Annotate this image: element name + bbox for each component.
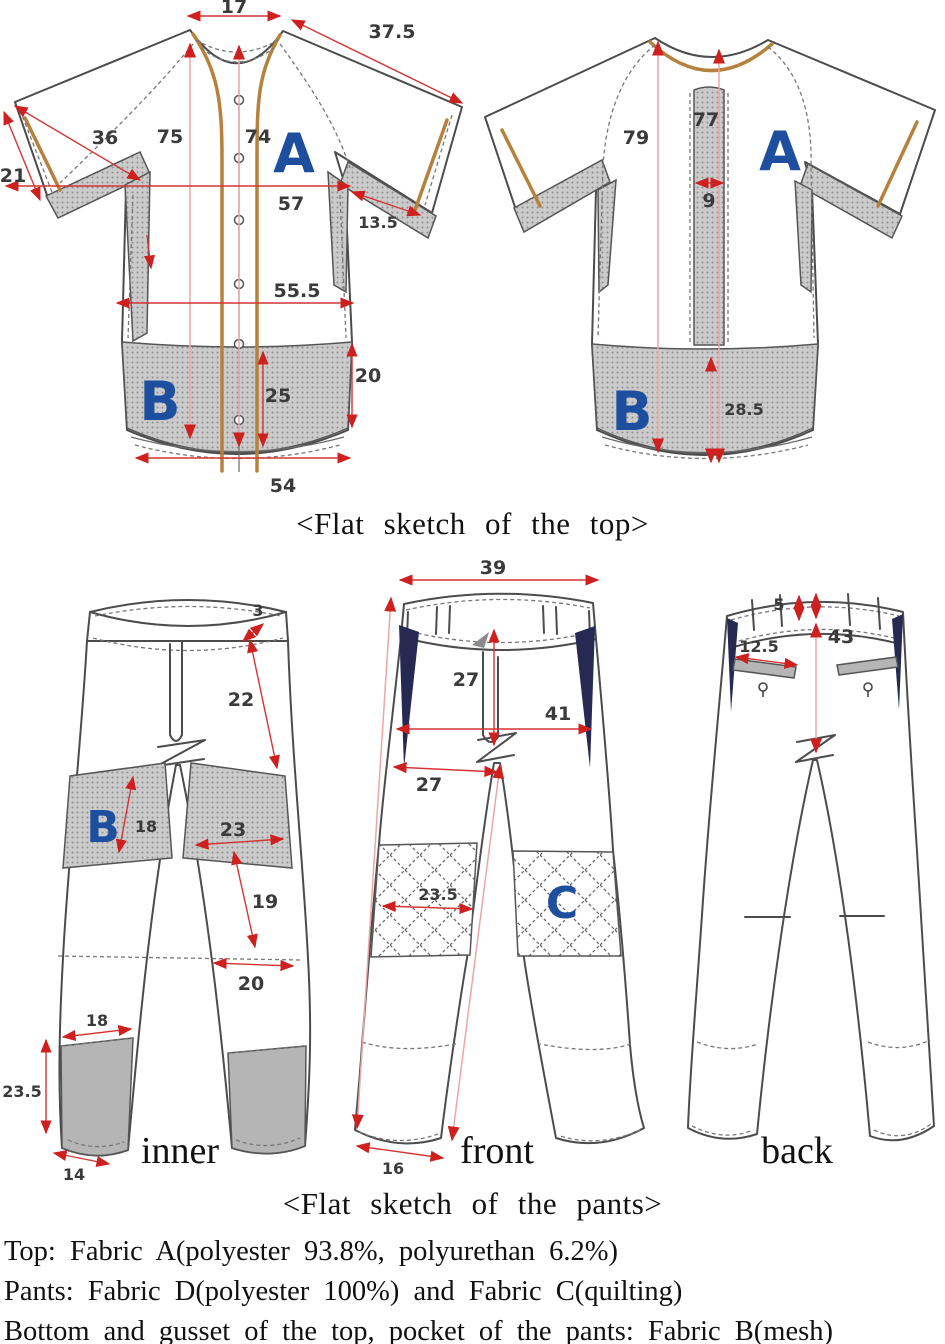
front-right-side-mesh bbox=[327, 170, 349, 294]
dim-inner-waistband-height: 3 bbox=[252, 601, 263, 620]
dim-back-rise: 43 bbox=[828, 626, 854, 648]
dim-sleeve-length: 36 bbox=[92, 127, 118, 149]
back-left-sleeve-mesh bbox=[513, 158, 611, 234]
dim-inner-upper-side: 22 bbox=[228, 689, 254, 711]
dim-back-pocket-width: 12.5 bbox=[739, 637, 778, 656]
back-view-label: back bbox=[761, 1130, 833, 1172]
front-view-label: front bbox=[460, 1130, 534, 1172]
top-sketch-drawing: 17 37.5 36 21 75 74 57 13.5 55.5 25 20 5… bbox=[0, 0, 936, 497]
inner-right-ankle-cuff bbox=[227, 1045, 307, 1155]
dim-waist-width: 55.5 bbox=[274, 280, 321, 302]
dim-inner-cuff-height: 23.5 bbox=[2, 1082, 41, 1101]
fabric-note-top: Top: Fabric A(polyester 93.8%, polyureth… bbox=[4, 1236, 618, 1267]
dim-sleeve-band: 13.5 bbox=[358, 213, 397, 232]
back-pocket-buttons bbox=[758, 682, 873, 697]
fabric-notes: Top: Fabric A(polyester 93.8%, polyureth… bbox=[4, 1232, 944, 1344]
inner-view-label: inner bbox=[141, 1130, 219, 1172]
pants-inner-dimensions: 3 22 18 23 19 20 18 23.5 14 bbox=[2, 601, 295, 1180]
dim-hem-width: 54 bbox=[270, 475, 296, 497]
dim-side-length: 75 bbox=[157, 126, 183, 148]
inner-fly bbox=[169, 641, 183, 742]
back-belt-loops bbox=[751, 593, 881, 631]
jersey-back-dimensions: 79 77 9 28.5 bbox=[623, 40, 764, 464]
back-right-pocket-welt bbox=[836, 656, 899, 676]
pants-front-dimensions: 39 27 41 27 23.5 16 bbox=[351, 560, 600, 1178]
dim-center-front-length: 74 bbox=[245, 126, 271, 148]
dim-band-height: 28.5 bbox=[724, 400, 763, 419]
dim-inner-knee-panel-height: 18 bbox=[135, 817, 157, 836]
dim-collar-width: 17 bbox=[221, 0, 247, 18]
dim-inner-knee-panel-width: 23 bbox=[220, 819, 246, 841]
jersey-front-dimensions: 17 37.5 36 21 75 74 57 13.5 55.5 25 20 5… bbox=[0, 0, 464, 497]
dim-stripe-width: 9 bbox=[702, 190, 715, 212]
front-waistband-mark bbox=[472, 632, 489, 648]
inner-gusset-mark bbox=[156, 739, 206, 767]
dim-shoulder-sleeve: 37.5 bbox=[369, 21, 416, 43]
jersey-front: 17 37.5 36 21 75 74 57 13.5 55.5 25 20 5… bbox=[0, 0, 464, 497]
dim-inner-hem-width: 14 bbox=[63, 1165, 85, 1180]
dim-center-back-length: 77 bbox=[693, 109, 719, 131]
fabric-note-pants: Pants: Fabric D(polyester 100%) and Fabr… bbox=[4, 1276, 683, 1307]
top-sketch-caption: <Flat sketch of the top> bbox=[296, 506, 649, 541]
dim-front-waist-width: 39 bbox=[480, 560, 506, 579]
back-right-sleeve-stripe bbox=[876, 120, 919, 208]
front-right-knee-quilt bbox=[512, 850, 622, 957]
pants-back-outline bbox=[687, 600, 935, 1142]
pants-sketch-caption: <Flat sketch of the pants> bbox=[282, 1186, 663, 1221]
dim-sleeve-opening: 21 bbox=[0, 165, 26, 187]
dim-front-thigh-width: 27 bbox=[416, 774, 442, 796]
front-belt-loops bbox=[406, 605, 591, 638]
fabric-label-c-pants: C bbox=[546, 878, 578, 929]
dim-inner-calf-width: 20 bbox=[238, 973, 264, 995]
fabric-label-a-back: A bbox=[759, 120, 801, 183]
fabric-label-b-pants: B bbox=[86, 802, 120, 853]
pants-front-view: 39 27 41 27 23.5 16 C front bbox=[351, 560, 645, 1178]
fabric-label-b-back: B bbox=[611, 380, 652, 443]
dim-inner-below-knee: 19 bbox=[252, 891, 278, 913]
pants-back-dimensions: 5 43 12.5 bbox=[734, 592, 854, 754]
pants-sketch-drawing: 3 22 18 23 19 20 18 23.5 14 B inner bbox=[2, 560, 935, 1180]
inner-right-knee-mesh bbox=[182, 762, 293, 869]
dim-inner-cuff-top-width: 18 bbox=[86, 1011, 108, 1030]
back-right-side-mesh bbox=[794, 179, 813, 294]
dim-chest-width: 57 bbox=[278, 193, 304, 215]
fabric-note-mesh: Bottom and gusset of the top, pocket of … bbox=[4, 1316, 833, 1344]
dim-back-length: 79 bbox=[623, 127, 649, 149]
back-left-navy-panel bbox=[727, 618, 738, 712]
pants-inner-view: 3 22 18 23 19 20 18 23.5 14 B inner bbox=[2, 599, 312, 1180]
dim-front-rise: 27 bbox=[453, 669, 479, 691]
dim-front-knee-width: 23.5 bbox=[418, 885, 457, 904]
jersey-back: 79 77 9 28.5 A B bbox=[484, 37, 936, 464]
back-left-side-mesh bbox=[597, 178, 617, 294]
dim-front-hip-width: 41 bbox=[545, 703, 571, 725]
fabric-label-b-front: B bbox=[139, 370, 180, 433]
dim-back-waistband-height: 5 bbox=[773, 595, 784, 614]
inner-left-ankle-cuff bbox=[60, 1037, 134, 1157]
dim-front-hem-width: 16 bbox=[382, 1159, 404, 1178]
dim-band-center-height: 25 bbox=[265, 385, 291, 407]
dim-band-side-height: 20 bbox=[355, 365, 381, 387]
pants-back-view: 5 43 12.5 back bbox=[687, 592, 935, 1172]
fabric-label-a-front: A bbox=[273, 122, 315, 185]
back-left-sleeve-stripe bbox=[500, 128, 542, 208]
